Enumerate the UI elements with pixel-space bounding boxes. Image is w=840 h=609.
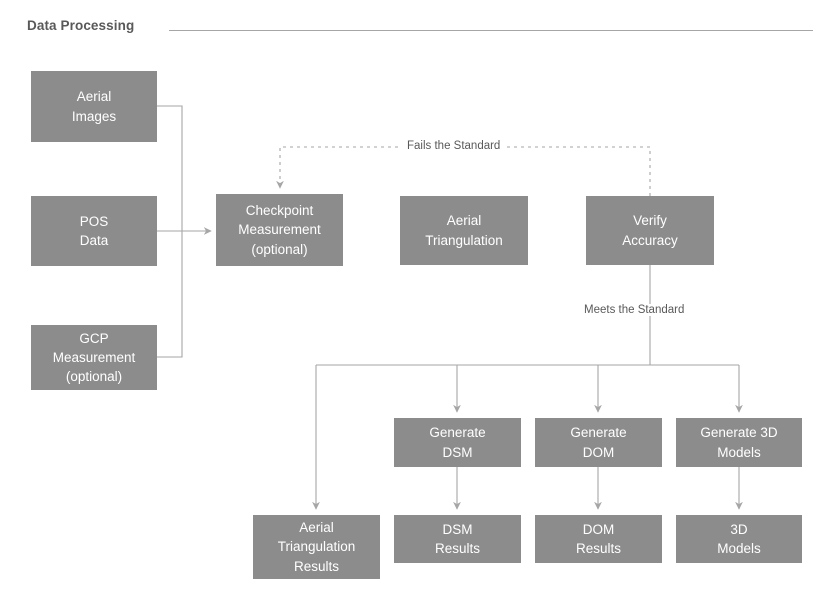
node-aerial-images[interactable]: Aerial Images — [31, 71, 157, 142]
node-dom-results[interactable]: DOM Results — [535, 515, 662, 563]
node-aerial-triangulation[interactable]: Aerial Triangulation — [400, 196, 528, 265]
edge-label-meets-the-standard: Meets the Standard — [579, 304, 690, 316]
node-generate-3d-models[interactable]: Generate 3D Models — [676, 418, 802, 467]
node-checkpoint-measurement[interactable]: Checkpoint Measurement (optional) — [216, 194, 343, 266]
page-title: Data Processing — [27, 18, 135, 33]
header-divider — [169, 30, 813, 31]
edge-label-fails-the-standard: Fails the Standard — [402, 140, 506, 152]
node-verify-accuracy[interactable]: Verify Accuracy — [586, 196, 714, 265]
edge-aerial-images-to-bus — [157, 105, 183, 231]
node-dsm-results[interactable]: DSM Results — [394, 515, 521, 563]
node-3d-models[interactable]: 3D Models — [676, 515, 802, 563]
node-gcp-measurement[interactable]: GCP Measurement (optional) — [31, 325, 157, 390]
node-pos-data[interactable]: POS Data — [31, 196, 157, 266]
edge-verify-fails-to-checkpoint — [276, 146, 651, 196]
edge-gcp-to-bus — [157, 231, 183, 358]
node-aerial-triangulation-results[interactable]: Aerial Triangulation Results — [253, 515, 380, 579]
section-header: Data Processing — [0, 0, 840, 48]
node-generate-dsm[interactable]: Generate DSM — [394, 418, 521, 467]
node-generate-dom[interactable]: Generate DOM — [535, 418, 662, 467]
